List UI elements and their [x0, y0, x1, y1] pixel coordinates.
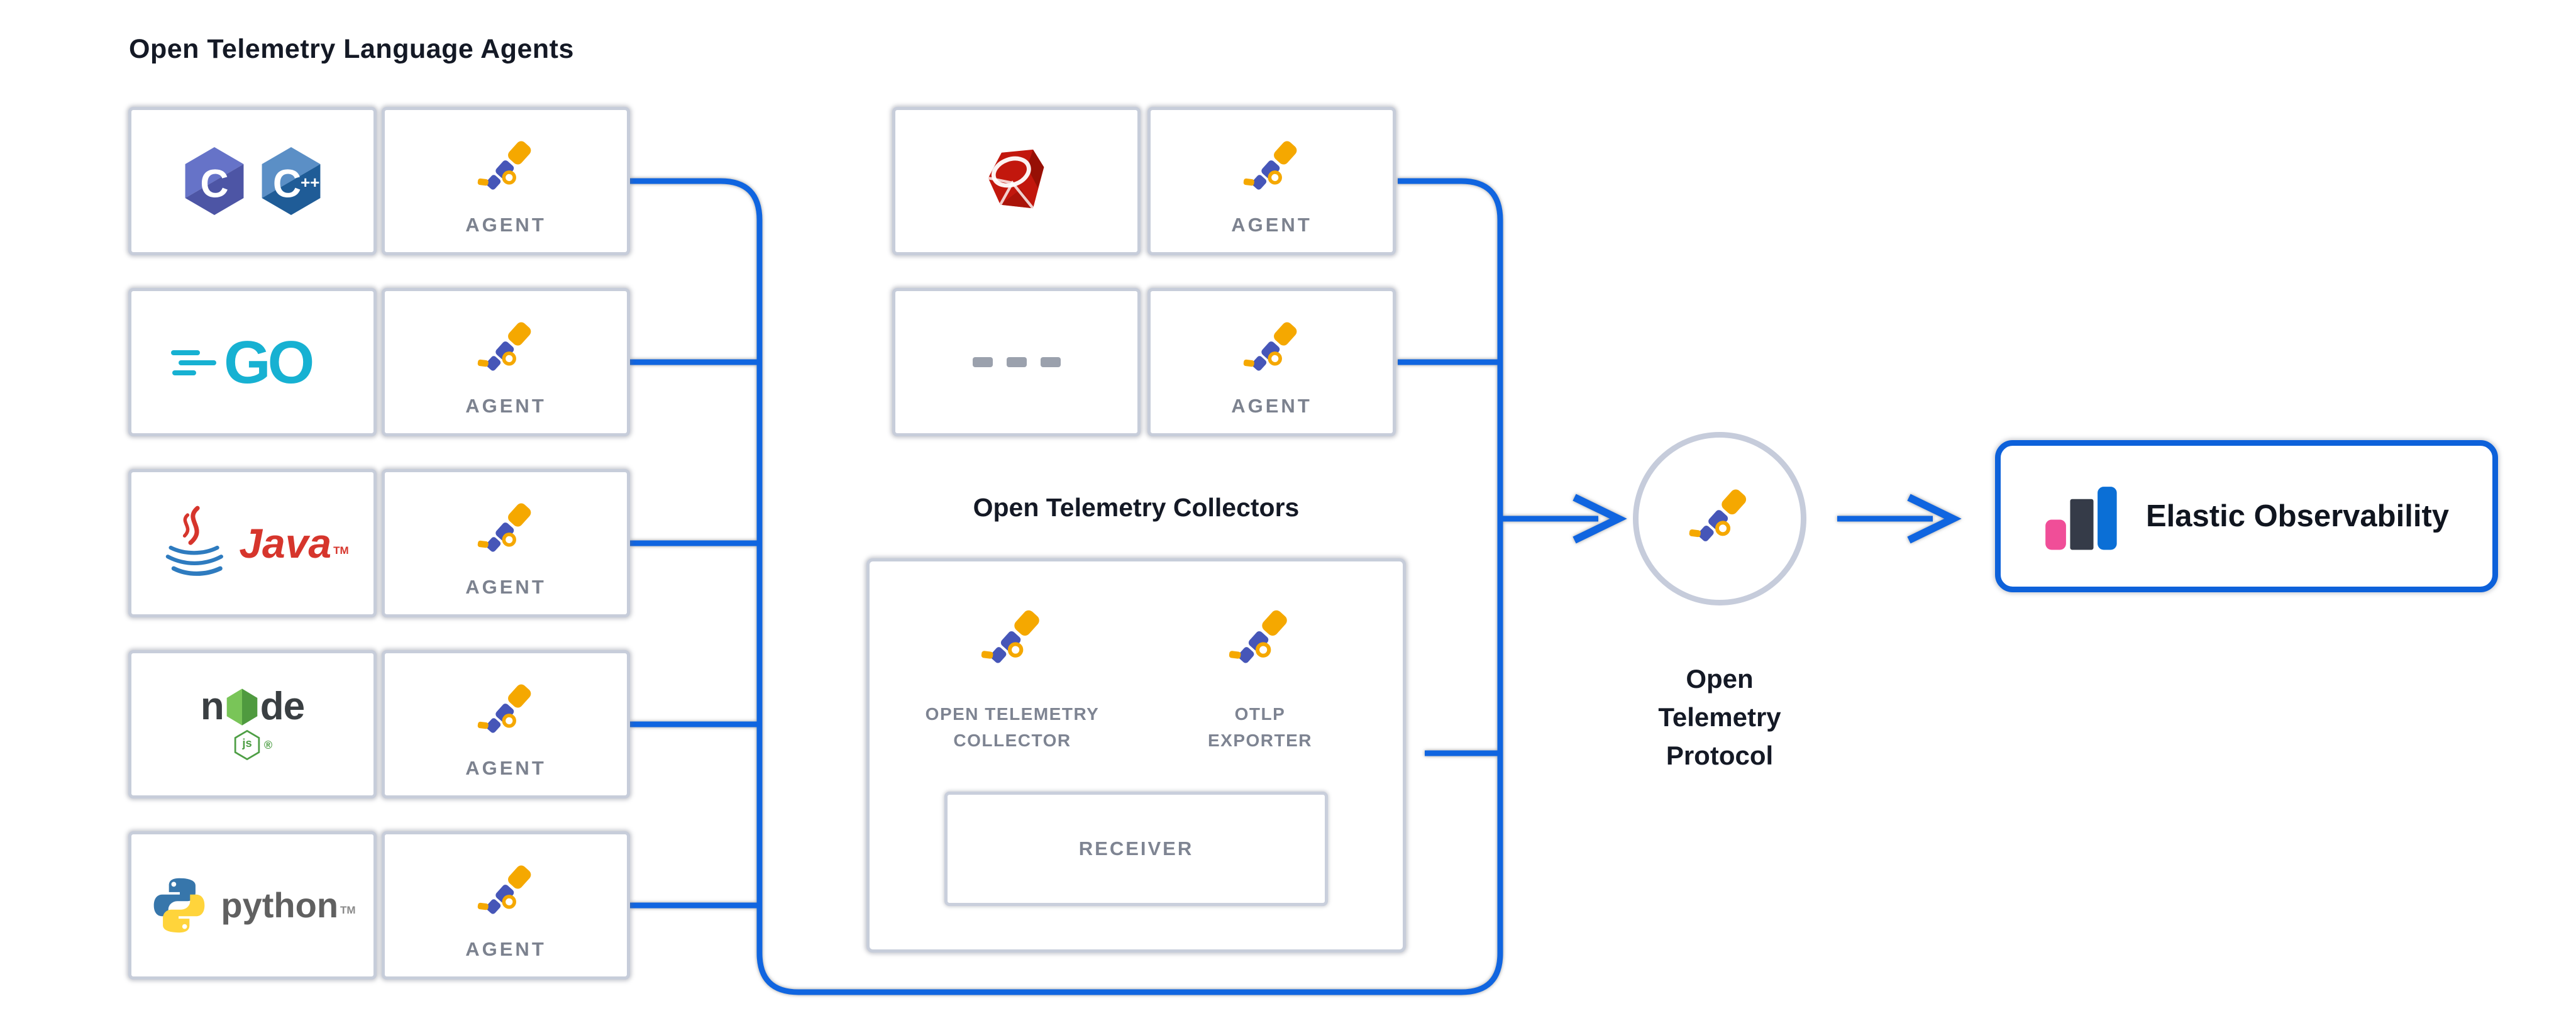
otel-telescope-icon [973, 600, 1052, 680]
otel-telescope-icon [470, 132, 543, 205]
ellipsis-icon [972, 357, 1061, 367]
go-agent-panel: AGENT [382, 288, 630, 436]
node-js-badge-icon: js [234, 729, 260, 761]
python-logo-icon [154, 878, 205, 933]
elastic-observability-label: Elastic Observability [2145, 499, 2450, 533]
node-word-end: de [260, 685, 305, 728]
agent-label: AGENT [465, 395, 546, 417]
c-logo-icon: C [185, 147, 243, 215]
go-logo-icon: GO [170, 329, 315, 396]
elastic-observability-icon [2045, 487, 2117, 550]
exporter-column: OTLP EXPORTER [1146, 600, 1374, 754]
agent-label: AGENT [465, 757, 546, 779]
otel-telescope-icon [470, 856, 543, 929]
agent-label: AGENT [1231, 395, 1312, 417]
java-tm-mark: TM [333, 544, 349, 556]
go-word: GO [224, 329, 312, 396]
go-logo-panel: GO [128, 288, 377, 436]
c-cpp-logo-panel: C C ++ [128, 107, 377, 255]
c-cpp-agent-panel: AGENT [382, 107, 630, 255]
node-js-text: js [241, 736, 252, 749]
ruby-agent-panel: AGENT [1147, 107, 1396, 255]
otel-telescope-icon [470, 675, 543, 748]
python-agent-panel: AGENT [382, 831, 630, 980]
otel-telescope-icon [470, 313, 543, 386]
exporter-label: OTLP EXPORTER [1207, 704, 1313, 750]
ruby-logo-panel [892, 107, 1141, 255]
c-letter: C [200, 162, 228, 206]
otel-telescope-icon [1235, 132, 1308, 205]
java-agent-panel: AGENT [382, 469, 630, 617]
otel-telescope-icon [470, 494, 543, 567]
otel-telescope-icon [1681, 480, 1759, 558]
agent-label: AGENT [465, 214, 546, 236]
agent-label: AGENT [1231, 214, 1312, 236]
node-agent-panel: AGENT [382, 650, 630, 799]
agent-label: AGENT [465, 938, 546, 960]
more-agent-panel: AGENT [1147, 288, 1396, 436]
otel-telescope-icon [1235, 313, 1308, 386]
java-cup-icon [166, 506, 224, 576]
receiver-box: RECEIVER [944, 792, 1328, 906]
python-tm-mark: TM [340, 904, 356, 916]
java-word: Java [239, 520, 332, 567]
node-hexagon-icon [226, 688, 258, 726]
collectors-title: Open Telemetry Collectors [973, 493, 1300, 522]
collector-label: OPEN TELEMETRY COLLECTOR [925, 704, 1100, 750]
cpp-letter: C [272, 162, 301, 206]
bus-outline [630, 178, 1503, 995]
node-reg-mark: ® [263, 738, 273, 751]
collectors-box: OPEN TELEMETRY COLLECTOR OTLP EXPORTER R… [866, 558, 1406, 953]
arrow-to-elastic-head [1907, 494, 1962, 544]
receiver-label: RECEIVER [1078, 837, 1194, 859]
cpp-logo-icon: C ++ [262, 147, 320, 215]
otel-telescope-icon [1220, 600, 1300, 680]
collector-column: OPEN TELEMETRY COLLECTOR [898, 600, 1126, 754]
protocol-label: Open Telemetry Protocol [1658, 664, 1781, 770]
node-logo-panel: n de js ® [128, 650, 377, 799]
python-word: python [221, 885, 339, 925]
protocol-circle [1633, 432, 1806, 605]
agent-label: AGENT [465, 576, 546, 598]
arrow-to-protocol-head [1573, 494, 1627, 544]
elastic-observability-box: Elastic Observability [1995, 440, 2498, 592]
more-languages-panel [892, 288, 1141, 436]
node-word-start: n [200, 685, 224, 728]
cpp-plus: ++ [301, 174, 319, 192]
language-agents-title: Open Telemetry Language Agents [129, 34, 574, 64]
ruby-logo-icon [987, 149, 1044, 209]
